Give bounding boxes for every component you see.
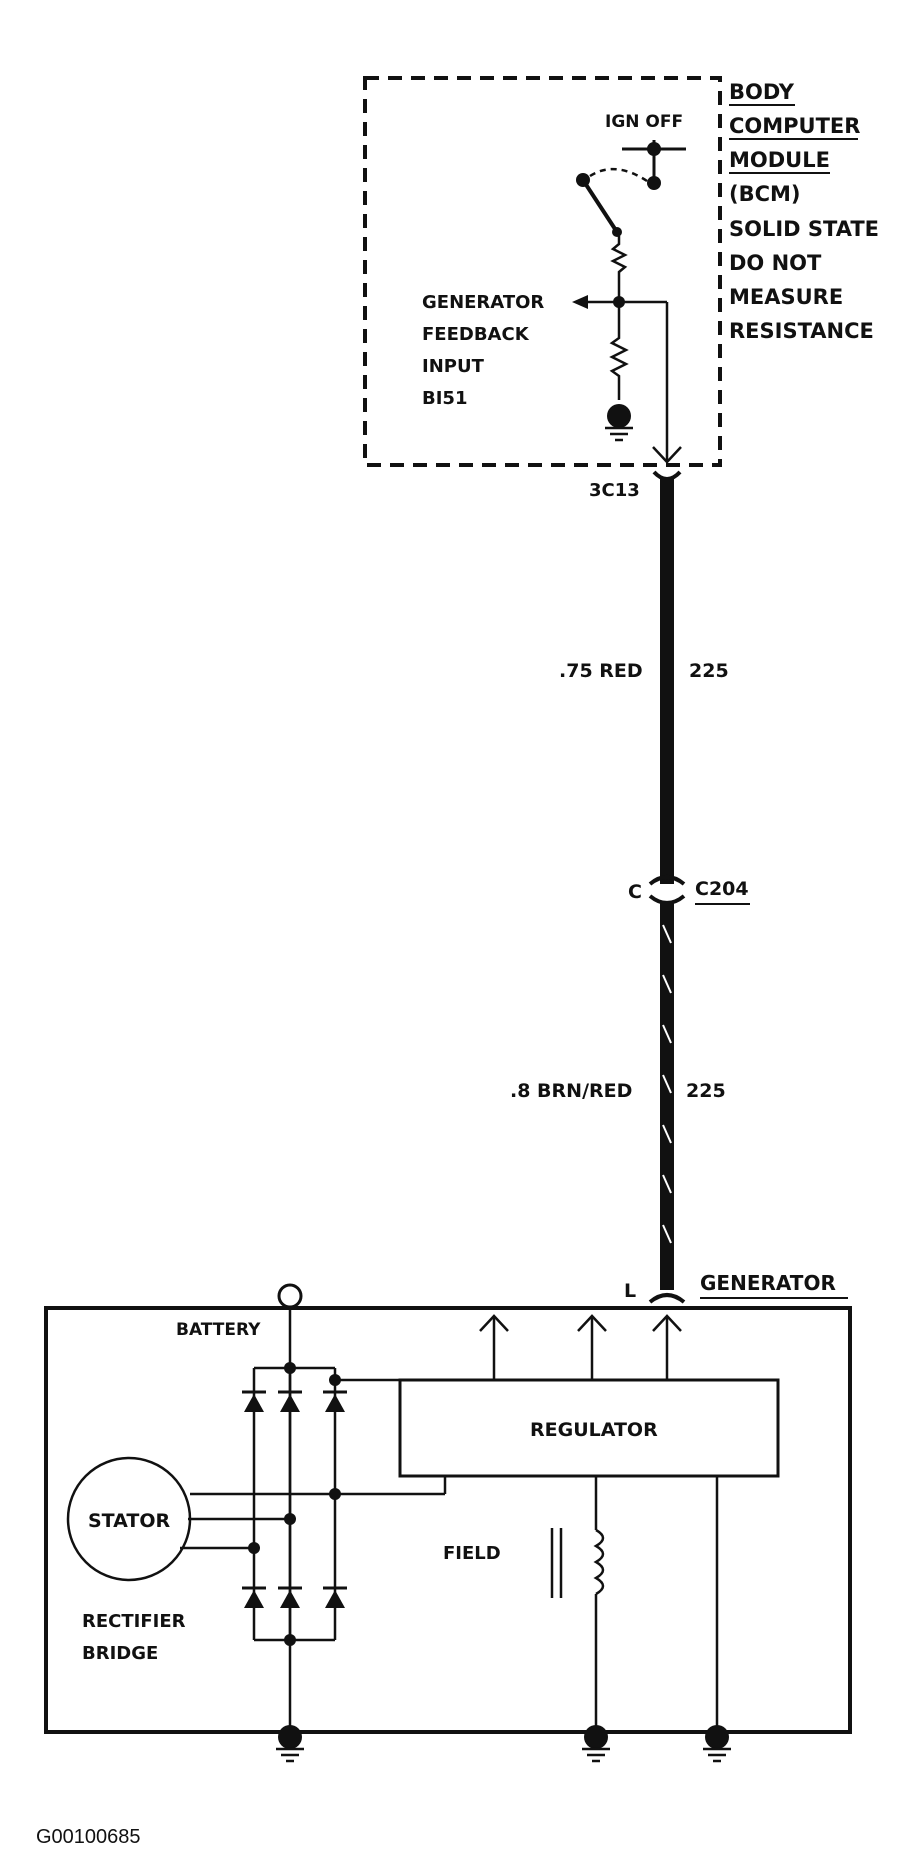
bcm-title-line-5: SOLID STATE [729, 217, 879, 241]
feedback-label-line-1: GENERATOR [422, 292, 544, 313]
ignition-switch-blade [581, 178, 619, 234]
wire-red-225 [660, 478, 674, 884]
battery-label: BATTERY [176, 1320, 261, 1340]
stator-label: STATOR [88, 1510, 171, 1532]
rectifier-label-line-1: RECTIFIER [82, 1611, 186, 1632]
ign-off-label: IGN OFF [605, 112, 683, 132]
feedback-label-line-2: FEEDBACK [422, 324, 530, 345]
wire2-circuit-label: 225 [686, 1080, 726, 1102]
bcm-box [363, 76, 722, 467]
connector-name-label: C204 [695, 878, 749, 900]
bcm-title-line-4: (BCM) [729, 182, 801, 206]
field-label: FIELD [443, 1543, 501, 1564]
regulator-box [398, 1378, 780, 1478]
bcm-title-line-8: RESISTANCE [729, 319, 874, 343]
wire2-color-label: .8 BRN/RED [510, 1080, 632, 1102]
rectifier-label-line-2: BRIDGE [82, 1643, 158, 1664]
bcm-title-line-7: MEASURE [729, 285, 843, 309]
wire1-color-label: .75 RED [559, 660, 643, 682]
bcm-title-line-6: DO NOT [729, 251, 822, 275]
feedback-label-line-3: INPUT [422, 356, 485, 377]
bcm-title-line-3: MODULE [729, 148, 830, 172]
generator-box [44, 1306, 852, 1734]
bcm-title-line-2: COMPUTER [729, 114, 860, 138]
generator-title: GENERATOR [700, 1271, 836, 1295]
regulator-label: REGULATOR [530, 1419, 658, 1441]
bcm-title-line-1: BODY [729, 80, 795, 104]
generator-pin-label: L [624, 1280, 636, 1302]
connector-pin-label: C [628, 881, 642, 903]
figure-id: G00100685 [36, 1826, 141, 1848]
feedback-label-line-4: BI51 [422, 388, 467, 409]
wire1-circuit-label: 225 [689, 660, 729, 682]
bcm-pin-label: 3C13 [589, 480, 640, 501]
